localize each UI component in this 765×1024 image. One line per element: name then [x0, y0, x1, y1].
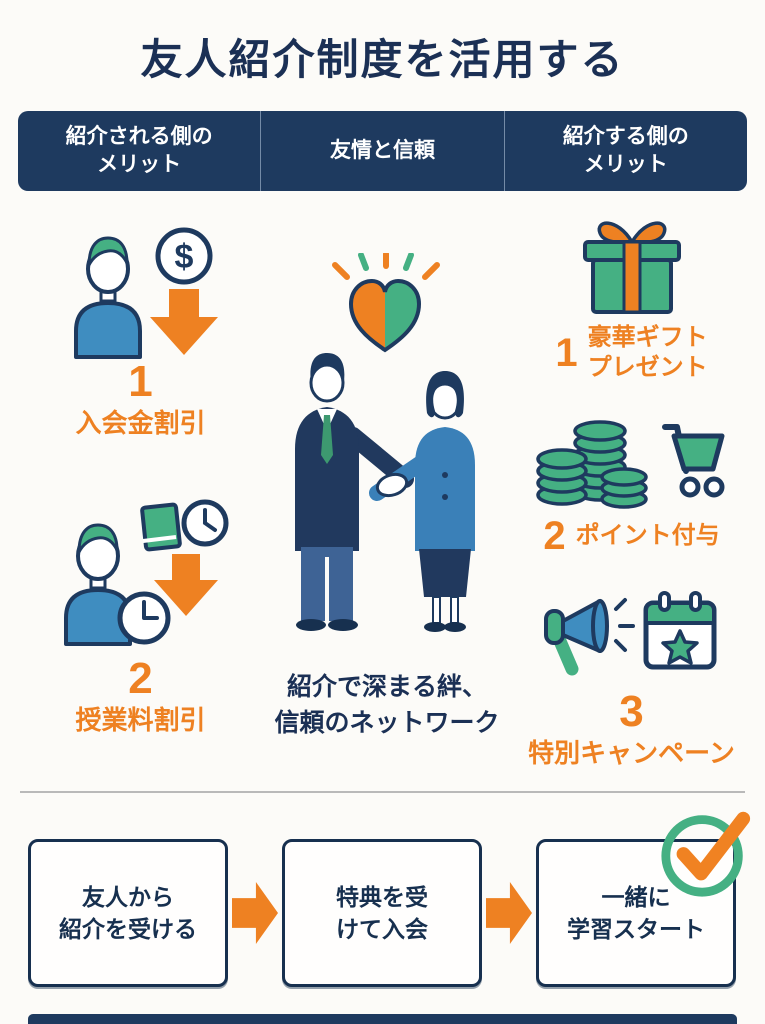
referred-benefit-1-number: 1 [128, 357, 153, 406]
referred-benefits-column: $ 1 入会金割引 [28, 227, 253, 736]
handshake-heart-illustration [242, 251, 532, 653]
flow-steps: 友人から 紹介を受ける 特典を受 けて入会 一緒に 学習スタート [0, 793, 765, 987]
page-title: 友人紹介制度を活用する [140, 36, 625, 83]
footer-bar [28, 1014, 737, 1024]
megaphone-calendar-icon [514, 583, 749, 679]
referrer-benefit-1: 1 豪華ギフト プレゼント [514, 323, 749, 383]
referrer-benefit-3-number: 3 [619, 687, 644, 736]
flow-step-3: 一緒に 学習スタート [536, 811, 751, 987]
referrer-benefit-3-label: 特別キャンペーン [528, 738, 735, 769]
header-friendship-trust: 友情と信頼 [260, 111, 505, 191]
referrer-benefit-1-number: 1 [555, 331, 578, 375]
flow-step-2: 特典を受 けて入会 [282, 839, 482, 987]
flow-step-1: 友人から 紹介を受ける [28, 839, 228, 987]
checkmark-circle-icon [657, 802, 755, 900]
header-referred-benefits: 紹介される側の メリット [65, 124, 213, 176]
referrer-benefits-column: 1 豪華ギフト プレゼント 2 ポイント付与 [514, 209, 749, 770]
person-time-discount-icon [28, 496, 253, 646]
arrow-right-icon [232, 882, 278, 944]
referrer-benefit-2: 2 ポイント付与 [514, 515, 749, 557]
flow-step-3-label: 一緒に 学習スタート [567, 883, 705, 942]
person-dollar-discount-icon: $ [28, 227, 253, 359]
coins-and-cart-icon [514, 409, 749, 509]
referred-benefit-1-label: 入会金割引 [75, 408, 206, 439]
header-referrer-benefits: 紹介する側の メリット [562, 124, 689, 176]
gift-icon [514, 209, 749, 317]
referrer-benefit-1-label: 豪華ギフト プレゼント [587, 324, 708, 381]
dollar-symbol: $ [174, 238, 193, 276]
referrer-benefit-2-number: 2 [543, 514, 566, 558]
header-bar: 紹介される側の メリット 友情と信頼 紹介する側の メリット [18, 111, 747, 191]
referred-benefit-2-label: 授業料割引 [75, 704, 206, 735]
center-caption: 紹介で深まる絆、 信頼のネットワーク [274, 673, 500, 738]
content-area: $ 1 入会金割引 [0, 191, 765, 791]
arrow-right-icon [486, 882, 532, 944]
referred-benefit-2-number: 2 [128, 653, 153, 703]
referrer-benefit-2-label: ポイント付与 [575, 522, 720, 549]
center-illustration-column: 紹介で深まる絆、 信頼のネットワーク [242, 251, 532, 742]
section-divider [20, 791, 745, 793]
